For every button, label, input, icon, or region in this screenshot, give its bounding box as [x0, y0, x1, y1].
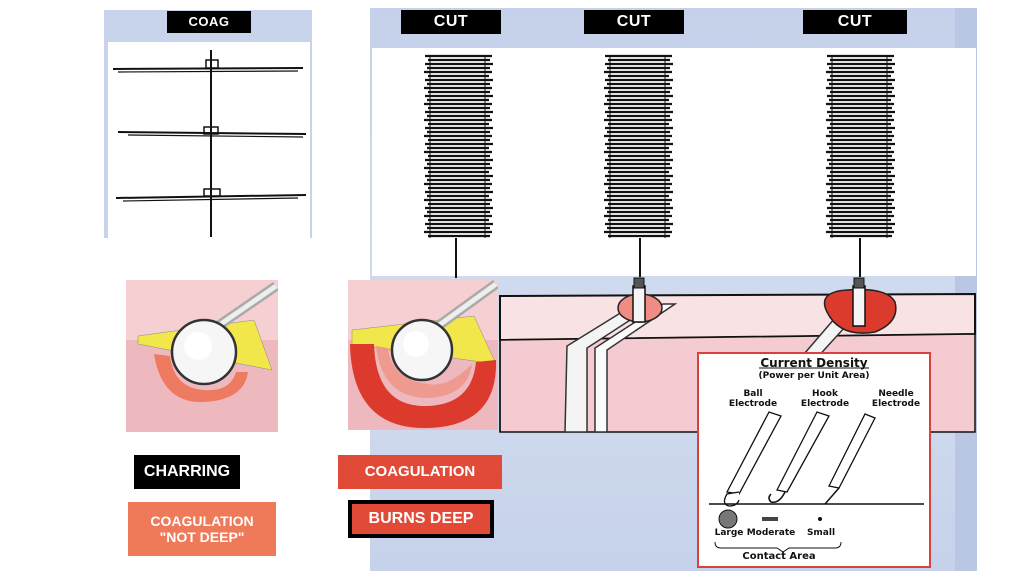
cut-header-1: CUT [401, 10, 501, 34]
coagulation-not-deep-label: COAGULATION "NOT DEEP" [128, 502, 276, 556]
contact-size-moderate: Moderate [746, 528, 796, 538]
coagulation-not-deep-line1: COAGULATION [150, 512, 254, 529]
cut-waveform-3 [826, 54, 895, 277]
coag-waveform [112, 50, 307, 237]
hook-electrode-label: Hook Electrode [800, 389, 850, 409]
cut-header-3: CUT [803, 10, 907, 34]
current-density-inset: Current Density (Power per Unit Area) Ba… [697, 352, 931, 568]
charring-label: CHARRING [134, 455, 240, 489]
ball-electrode-label: Ball Electrode [728, 389, 778, 409]
moderate-contact-mark [762, 517, 778, 521]
current-density-subtitle: (Power per Unit Area) [758, 371, 870, 381]
coag-header: COAG [167, 11, 251, 33]
current-density-title: Current Density [760, 356, 868, 370]
cut-waveform-1 [424, 54, 493, 278]
cut-header-2: CUT [584, 10, 684, 34]
cut-waveform-2 [604, 54, 673, 277]
coag-waveform-board [108, 42, 310, 238]
cut-waveform-board [372, 48, 976, 276]
burns-deep-label: BURNS DEEP [348, 500, 494, 538]
contact-area-label: Contact Area [742, 551, 816, 562]
needle-electrode-label: Needle Electrode [871, 389, 921, 409]
large-contact-mark [718, 509, 738, 529]
coagulation-label: COAGULATION [338, 455, 502, 489]
coagulation-not-deep-line2: "NOT DEEP" [159, 529, 245, 545]
small-contact-mark [818, 517, 822, 521]
contact-size-small: Small [806, 528, 836, 538]
current-density-bracket [709, 367, 924, 553]
contact-size-large: Large [714, 528, 744, 538]
charring-ball-electrode-image [126, 280, 278, 432]
coagulation-ball-electrode-image [348, 280, 498, 430]
